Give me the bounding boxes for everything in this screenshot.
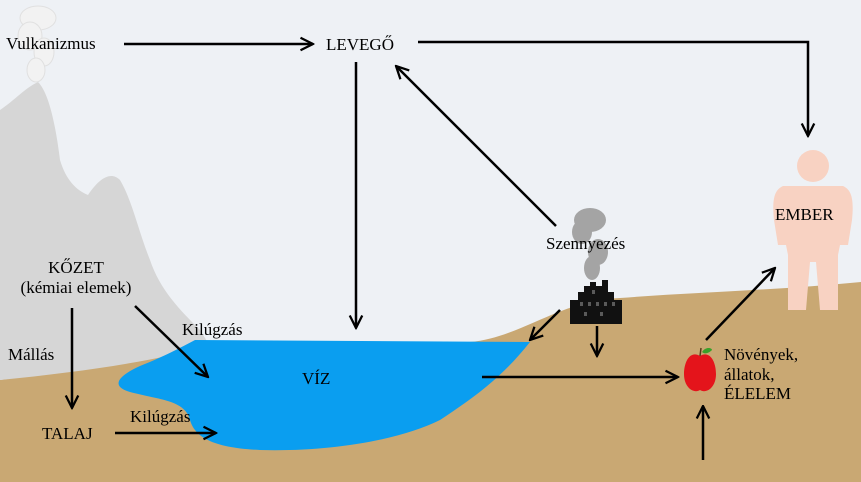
label-kozet-line2: (kémiai elemek) [20,277,132,297]
arrow-novenyek-ember [705,268,775,341]
label-novenyek: Növények, állatok, ÉLELEM [724,345,798,404]
arrow-kozet-viz [134,305,208,377]
arrow-szennyezes-levego [396,66,557,227]
label-kilugzas-lower: Kilúgzás [130,407,191,426]
label-ember: EMBER [775,205,834,224]
label-kozet: KŐZET (kémiai elemek) [8,258,144,297]
volcano-smoke [17,5,57,83]
human-figure-icon [773,150,853,310]
label-talaj: TALAJ [42,424,93,443]
factory-smoke [572,208,608,280]
label-levego: LEVEGŐ [326,35,394,54]
arrows [72,42,808,460]
label-vulkanizmus: Vulkanizmus [6,34,96,53]
label-novenyek-line1: Növények, [724,345,799,364]
label-novenyek-line2: állatok, [724,364,775,384]
label-viz: VÍZ [302,369,331,388]
mountain [0,82,210,380]
arrow-factory-lake [530,309,561,340]
lake [118,340,530,451]
factory-windows [580,290,615,316]
arrow-levego-ember [418,40,808,136]
apple-icon [684,347,716,392]
label-novenyek-line3: ÉLELEM [724,384,792,404]
label-kozet-line1: KŐZET [48,258,104,277]
label-szennyezes: Szennyezés [546,234,626,253]
label-kilugzas-upper: Kilúgzás [182,320,243,339]
label-mallas: Mállás [8,345,55,364]
